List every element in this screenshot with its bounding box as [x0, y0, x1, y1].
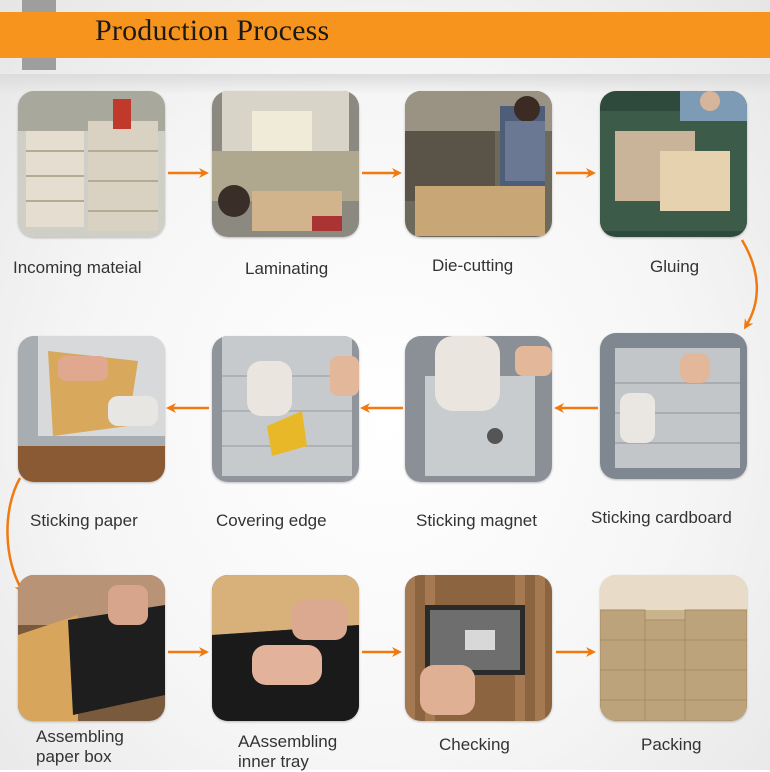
photo-assembling-inner-tray — [212, 575, 359, 721]
step-label-sticking-cardboard: Sticking cardboard — [591, 508, 732, 527]
photo-laminating — [212, 91, 359, 237]
arrow-curve-down-icon — [740, 239, 758, 330]
step-label-sticking-magnet: Sticking magnet — [416, 511, 537, 530]
step-label-line: paper box — [36, 747, 112, 766]
photo-sticking-cardboard — [600, 333, 747, 479]
photo-die-cutting — [405, 91, 552, 237]
arrow-curve-down-icon — [6, 477, 25, 594]
step-label-laminating: Laminating — [245, 259, 329, 278]
step-label-gluing: Gluing — [650, 257, 700, 276]
photo-covering-edge — [212, 336, 359, 482]
header-accent-bar-top — [22, 0, 56, 12]
step-label-packing: Packing — [641, 735, 702, 754]
step-label-checking: Checking — [439, 735, 510, 754]
header-banner — [0, 12, 770, 58]
page-title: Production Process — [95, 14, 330, 47]
step-label-line: inner tray — [238, 752, 309, 771]
photo-checking — [405, 575, 552, 721]
step-label-sticking-paper: Sticking paper — [30, 511, 138, 530]
step-label-assembling-paper-box: Assembling paper box — [36, 727, 124, 767]
step-label-incoming-material: Incoming mateial — [13, 258, 142, 277]
photo-incoming-material — [18, 91, 165, 237]
step-label-covering-edge: Covering edge — [216, 511, 327, 530]
photo-assembling-paper-box — [18, 575, 165, 721]
photo-packing — [600, 575, 747, 721]
photo-sticking-magnet — [405, 336, 552, 482]
background-band — [0, 74, 770, 94]
step-label-die-cutting: Die-cutting — [432, 256, 514, 275]
header-accent-bar-bottom — [22, 58, 56, 70]
photo-gluing — [600, 91, 747, 237]
step-label-assembling-inner-tray: AAssembling inner tray — [238, 732, 337, 772]
step-label-line: AAssembling — [238, 732, 338, 751]
photo-sticking-paper — [18, 336, 165, 482]
step-label-line: Assembling — [36, 727, 124, 746]
